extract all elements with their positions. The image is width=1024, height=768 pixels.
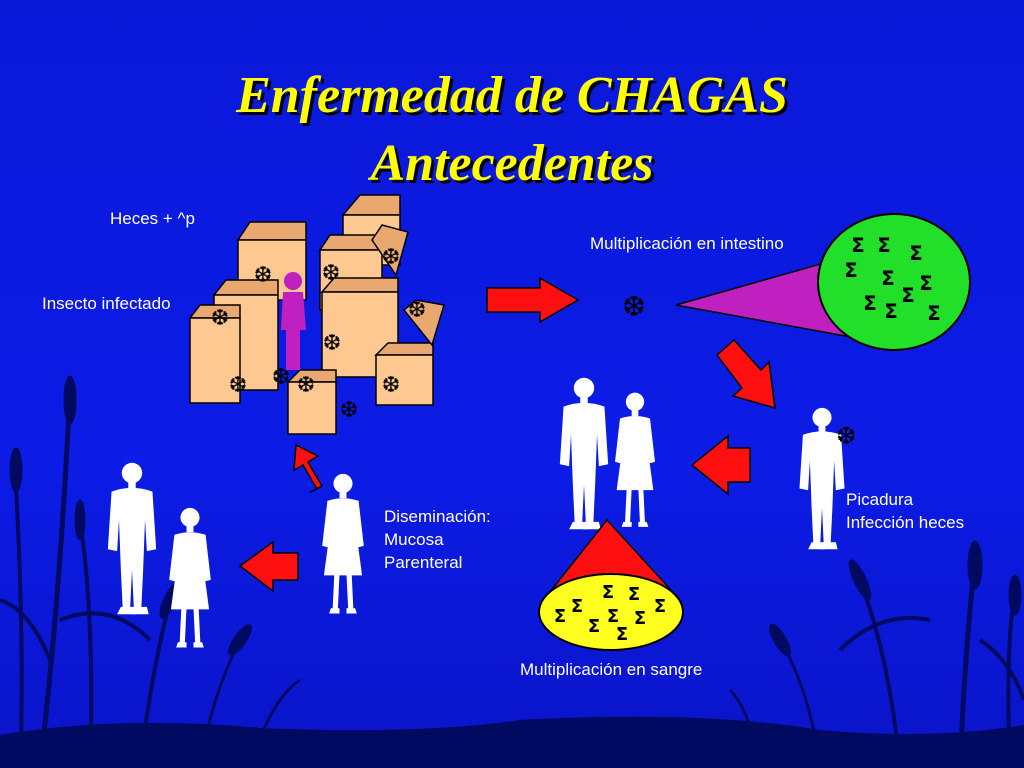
svg-text:ⵉ: ⵉ [602, 582, 614, 603]
svg-text:❆: ❆ [254, 263, 272, 288]
bug-parasite-icon: ❆ [622, 290, 645, 323]
arrow-up-icon [293, 443, 324, 493]
svg-text:❆: ❆ [229, 373, 247, 398]
svg-text:❆: ❆ [323, 331, 341, 356]
svg-text:ⵉ: ⵉ [851, 233, 865, 257]
trypanosome-icon: ⵉ ⵉ ⵉ ⵉ ⵉ ⵉ ⵉ ⵉ ⵉ ⵉ [844, 233, 941, 325]
label-multiplicacion-intestino: Multiplicación en intestino [590, 234, 784, 253]
svg-text:ⵉ: ⵉ [877, 233, 891, 257]
arrow-left-lower-icon [238, 540, 299, 593]
svg-text:ⵉ: ⵉ [628, 584, 640, 605]
svg-text:❆: ❆ [340, 398, 358, 423]
svg-text:ⵉ: ⵉ [634, 608, 646, 629]
person-woman-center-icon [615, 392, 655, 527]
bug-parasite-icon: ❆ ❆ ❆ ❆ ❆ ❆ ❆ ❆ ❆ ❆ ❆ [211, 245, 426, 423]
ground [0, 716, 1024, 768]
label-mucosa: Mucosa [384, 530, 444, 549]
svg-text:ⵉ: ⵉ [884, 299, 898, 323]
house-cluster [188, 194, 445, 435]
label-infeccion-heces: Infección heces [846, 513, 965, 532]
person-woman-dissemination-icon [322, 473, 364, 614]
trypanosome-icon: ⵉ ⵉ ⵉ ⵉ ⵉ ⵉ ⵉ ⵉ ⵉ [554, 582, 666, 645]
arrow-left-icon [690, 434, 751, 496]
svg-text:ⵉ: ⵉ [588, 616, 600, 637]
svg-text:ⵉ: ⵉ [554, 606, 566, 627]
svg-text:❆: ❆ [322, 261, 340, 286]
label-insecto-infectado: Insecto infectado [42, 294, 171, 313]
label-parenteral: Parenteral [384, 553, 463, 572]
svg-text:❆: ❆ [297, 373, 315, 398]
label-multiplicacion-sangre: Multiplicación en sangre [520, 660, 703, 679]
person-woman-left-icon [169, 507, 211, 648]
person-man-left-icon [107, 462, 157, 615]
slide-title-line1: Enfermedad de CHAGAS [236, 67, 788, 124]
svg-text:ⵉ: ⵉ [571, 596, 583, 617]
label-picadura: Picadura [846, 490, 914, 509]
person-man-center-icon [559, 377, 609, 530]
svg-text:ⵉ: ⵉ [927, 301, 941, 325]
svg-text:❆: ❆ [382, 373, 400, 398]
arrow-down-right-icon [715, 338, 776, 410]
bug-parasite-icon: ❆ [836, 422, 856, 450]
svg-text:ⵉ: ⵉ [881, 266, 895, 290]
svg-text:ⵉ: ⵉ [863, 291, 877, 315]
slide-title-line2: Antecedentes [370, 135, 654, 192]
svg-text:ⵉ: ⵉ [901, 283, 915, 307]
person-in-house [281, 272, 306, 370]
blood-magnifier [538, 573, 684, 651]
svg-text:ⵉ: ⵉ [654, 596, 666, 617]
svg-text:❆: ❆ [408, 298, 426, 323]
svg-text:ⵉ: ⵉ [616, 624, 628, 645]
svg-text:❆: ❆ [382, 245, 400, 270]
svg-text:ⵉ: ⵉ [909, 241, 923, 265]
label-diseminacion: Diseminación: [384, 507, 491, 526]
svg-text:❆: ❆ [272, 365, 290, 390]
label-heces: Heces + ^p [110, 209, 195, 228]
svg-text:❆: ❆ [211, 306, 229, 331]
svg-text:ⵉ: ⵉ [844, 258, 858, 282]
svg-text:ⵉ: ⵉ [919, 271, 933, 295]
arrow-right-icon [486, 276, 580, 324]
svg-text:ⵉ: ⵉ [607, 606, 619, 627]
intestine-magnifier [817, 213, 971, 351]
